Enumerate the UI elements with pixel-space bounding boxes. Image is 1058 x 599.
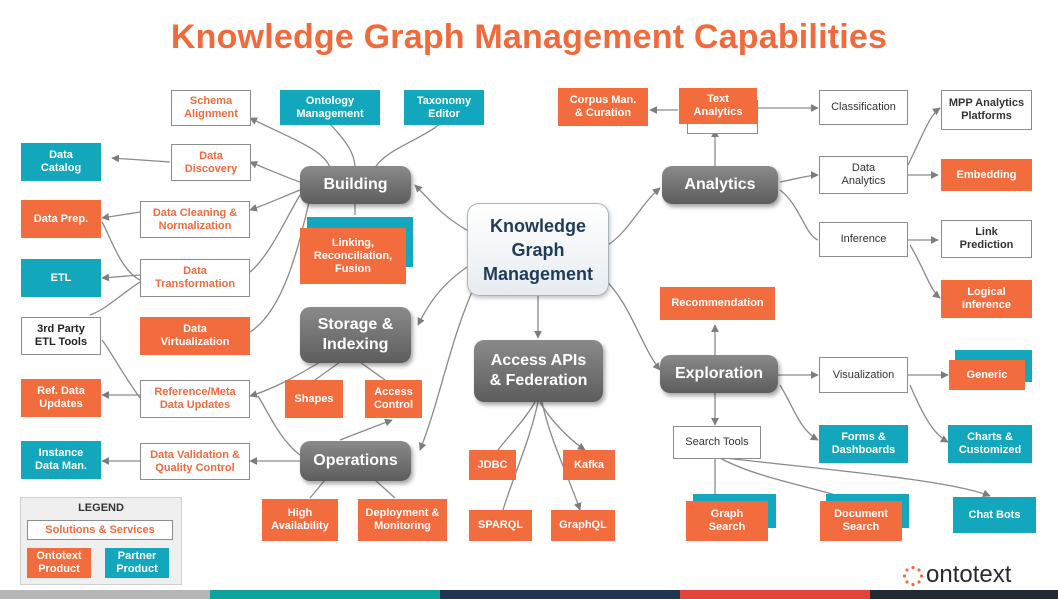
node-graphql: GraphQL bbox=[551, 510, 615, 541]
node-mpp-analytics: MPP Analytics Platforms bbox=[941, 90, 1032, 130]
node-high-availability: High Availability bbox=[262, 499, 338, 541]
node-classification: Classification bbox=[819, 90, 908, 125]
node-logical-inference: Logical Inference bbox=[941, 280, 1032, 318]
node-instance-data: Instance Data Man. bbox=[21, 441, 101, 479]
legend-solutions-services: Solutions & Services bbox=[27, 520, 173, 540]
node-schema-alignment: Schema Alignment bbox=[171, 90, 251, 126]
node-jdbc: JDBC bbox=[469, 450, 516, 480]
node-taxonomy-editor: Taxonomy Editor bbox=[404, 90, 484, 125]
node-data-cleaning: Data Cleaning & Normalization bbox=[140, 201, 250, 238]
node-link-prediction: Link Prediction bbox=[941, 220, 1032, 258]
node-3rd-party-etl: 3rd Party ETL Tools bbox=[21, 317, 101, 355]
node-data-validation: Data Validation & Quality Control bbox=[140, 443, 250, 480]
node-inference: Inference bbox=[819, 222, 908, 257]
node-deployment-monitoring: Deployment & Monitoring bbox=[358, 499, 447, 541]
footer-bar-navy bbox=[440, 590, 680, 599]
node-document-search: Document Search bbox=[820, 501, 902, 541]
node-charts-customized: Charts & Customized bbox=[948, 425, 1032, 463]
node-visualization: Visualization bbox=[819, 357, 908, 393]
node-ref-data-updates: Ref. Data Updates bbox=[21, 379, 101, 417]
node-sparql: SPARQL bbox=[469, 510, 532, 541]
node-data-prep: Data Prep. bbox=[21, 200, 101, 238]
node-etl: ETL bbox=[21, 259, 101, 297]
hub-operations: Operations bbox=[300, 441, 411, 481]
node-search-tools: Search Tools bbox=[673, 426, 761, 459]
hub-building: Building bbox=[300, 166, 411, 204]
legend-ontotext-product: Ontotext Product bbox=[27, 548, 91, 578]
node-data-discovery: Data Discovery bbox=[171, 144, 251, 181]
node-embedding: Embedding bbox=[941, 159, 1032, 191]
node-kafka: Kafka bbox=[563, 450, 615, 480]
node-reference-meta: Reference/Meta Data Updates bbox=[140, 380, 250, 418]
legend: LEGEND Solutions & Services Ontotext Pro… bbox=[20, 497, 182, 585]
node-text-analytics: Text Analytics bbox=[679, 88, 757, 124]
hub-exploration: Exploration bbox=[660, 355, 778, 393]
footer-bar-dark bbox=[870, 590, 1058, 599]
node-linking-reconciliation-fusion: Linking, Reconciliation, Fusion bbox=[300, 228, 406, 284]
hub-storage-indexing: Storage & Indexing bbox=[300, 307, 411, 363]
node-data-transformation: Data Transformation bbox=[140, 259, 250, 297]
page-title: Knowledge Graph Management Capabilities bbox=[170, 18, 888, 56]
ontotext-logo-text: ontotext bbox=[926, 561, 1012, 588]
node-corpus: Corpus Man. & Curation bbox=[558, 88, 648, 126]
legend-title: LEGEND bbox=[78, 502, 124, 514]
footer-bar-gray bbox=[0, 590, 210, 599]
node-recommendation: Recommendation bbox=[660, 287, 775, 320]
node-data-virtualization: Data Virtualization bbox=[140, 317, 250, 355]
hub-analytics: Analytics bbox=[662, 166, 778, 204]
node-ontology-management: Ontology Management bbox=[280, 90, 380, 125]
node-forms-dashboards: Forms & Dashboards bbox=[819, 425, 908, 463]
hub-access-apis: Access APIs & Federation bbox=[474, 340, 603, 402]
knowledge-graph-management-core: Knowledge Graph Management bbox=[467, 203, 609, 296]
node-access-control: Access Control bbox=[365, 380, 422, 418]
node-graph-search: Graph Search bbox=[686, 501, 768, 541]
footer-bar-teal bbox=[210, 590, 440, 599]
legend-partner-product: Partner Product bbox=[105, 548, 169, 578]
node-data-analytics: Data Analytics bbox=[819, 156, 908, 194]
footer-bar-red bbox=[680, 590, 870, 599]
node-chat-bots: Chat Bots bbox=[953, 497, 1036, 533]
node-generic: Generic bbox=[949, 360, 1025, 390]
node-data-catalog: Data Catalog bbox=[21, 143, 101, 181]
node-shapes: Shapes bbox=[285, 380, 343, 418]
ontotext-logo-icon bbox=[902, 565, 924, 587]
ontotext-logo: ontotext bbox=[902, 560, 1058, 590]
